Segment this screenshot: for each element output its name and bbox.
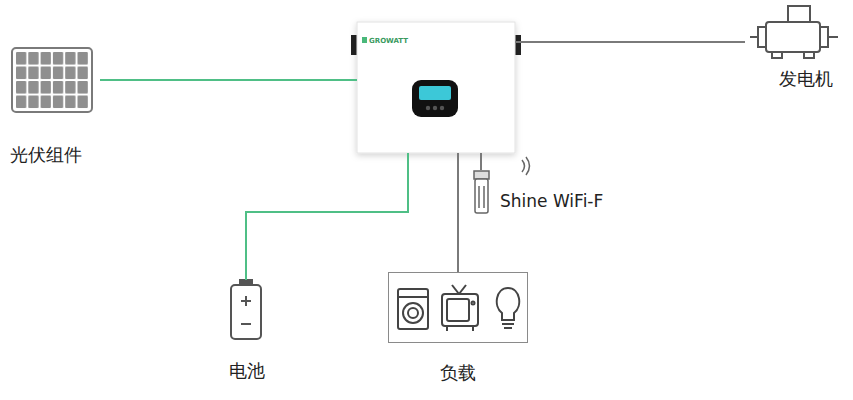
- load-icons: [398, 285, 519, 331]
- node-label: Shine WiFi-F: [500, 191, 603, 211]
- connector-line: [481, 153, 482, 170]
- battery: 电池: [222, 280, 272, 384]
- solar-panel: 光伏组件: [8, 46, 100, 170]
- generator: 发电机: [745, 4, 839, 92]
- connector-path: [480, 153, 482, 170]
- node-label: GROWATT: [369, 37, 408, 45]
- inverter: GROWATT: [357, 22, 515, 153]
- connector-line: [515, 42, 745, 43]
- wifi-dongle: Shine WiFi-F: [470, 170, 609, 215]
- battery-icon: [231, 280, 261, 339]
- node-label: 电池: [229, 360, 265, 382]
- connector-path: [246, 153, 408, 280]
- connector-path: [515, 41, 745, 43]
- load-box: 负载: [388, 272, 528, 343]
- connector-line: [458, 153, 459, 272]
- inverter-icon: [351, 22, 521, 153]
- node-label: 发电机: [779, 68, 833, 90]
- connector-path: [457, 153, 459, 272]
- solar-panel-icon: [12, 48, 92, 112]
- connector-path: [100, 79, 357, 81]
- connector-line: [246, 153, 408, 280]
- connector-line: [100, 80, 357, 81]
- node-label: 负载: [440, 362, 476, 384]
- generator-icon: [750, 6, 838, 58]
- node-label: 光伏组件: [10, 144, 82, 166]
